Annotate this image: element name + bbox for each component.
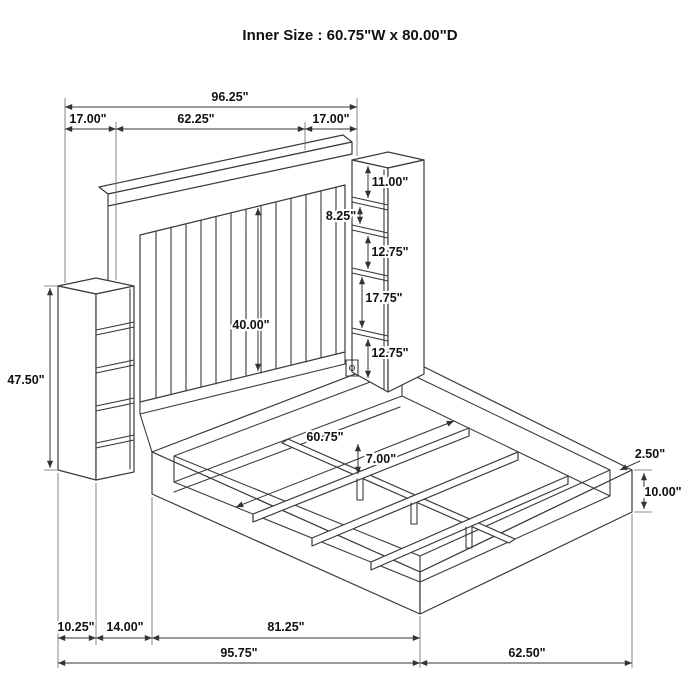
dim-label: 95.75" (220, 646, 257, 660)
left-pier (57, 277, 135, 481)
right-pier-side-face (387, 159, 425, 393)
dim-headboard-width: 62.25" (116, 110, 305, 133)
outlet-knob-icon (348, 364, 356, 372)
dim-leader-line (619, 460, 641, 471)
dim-line (235, 420, 455, 508)
dim-left-pier-width: 17.00" (65, 110, 116, 133)
footboard-face (419, 469, 633, 615)
slat-leg-3 (465, 526, 473, 549)
dim-shelf-opening-3: 17.75" (358, 277, 405, 328)
dim-label: 10.00" (644, 485, 681, 499)
slat-leg-2 (410, 502, 418, 525)
dim-label: 8.25" (326, 209, 356, 223)
dim-label: 12.75" (371, 346, 408, 360)
dim-label: 96.25" (211, 90, 248, 104)
right-pier-shelves (351, 169, 389, 390)
dim-label: 7.00" (366, 452, 396, 466)
dim-headboard-panel-height: 40.00" (230, 208, 272, 371)
left-pier-front-face (57, 285, 97, 481)
dim-frame-length: 81.25" (152, 618, 420, 642)
dim-inner-width: 60.75" (235, 420, 455, 508)
dim-shelf-opening-4: 12.75" (364, 339, 411, 378)
dim-pier-height: 47.50" (5, 288, 54, 468)
dim-deck-height: 7.00" (354, 444, 398, 474)
power-outlet-detail (345, 359, 359, 377)
dim-label: 17.75" (365, 291, 402, 305)
dim-footboard-height: 10.00" (640, 473, 684, 509)
dim-rail-thickness: 2.50" (619, 445, 667, 471)
dim-label: 62.50" (508, 646, 545, 660)
left-pier-shelves (95, 288, 135, 470)
dim-label: 10.25" (57, 620, 94, 634)
dim-overall-depth: 95.75" (58, 644, 420, 667)
dim-footboard-width: 62.50" (420, 644, 632, 667)
inner-size-title: Inner Size : 60.75"W x 80.00"D (242, 27, 457, 44)
dim-label: 17.00" (312, 112, 349, 126)
dim-shelf-opening-1: 8.25" (324, 207, 364, 225)
dim-label: 40.00" (232, 318, 269, 332)
slat-3 (370, 475, 569, 571)
left-pier-shelf-face (95, 285, 135, 481)
headboard-top-surface (98, 134, 353, 195)
headboard-top-board (107, 141, 353, 207)
dim-overall-width: 96.25" (65, 88, 357, 111)
dim-label: 17.00" (69, 112, 106, 126)
dim-label: 60.75" (306, 430, 343, 444)
dim-pier-offset: 14.00" (96, 618, 152, 642)
dim-label: 47.50" (7, 373, 44, 387)
dim-top-shelf-height: 11.00" (364, 166, 410, 198)
dim-label: 12.75" (371, 245, 408, 259)
headboard-lower-rail (139, 351, 346, 453)
dim-label: 62.25" (177, 112, 214, 126)
dim-label: 81.25" (267, 620, 304, 634)
dim-label: 11.00" (372, 175, 409, 189)
dim-label: 2.50" (635, 447, 665, 461)
dim-shelf-opening-2: 12.75" (364, 236, 411, 269)
extension-lines (44, 98, 652, 668)
dim-right-pier-width: 17.00" (305, 110, 357, 133)
bed-frame (151, 355, 633, 615)
headboard (98, 134, 353, 453)
dim-label: 14.00" (106, 620, 143, 634)
dim-pier-depth: 10.25" (55, 618, 97, 642)
